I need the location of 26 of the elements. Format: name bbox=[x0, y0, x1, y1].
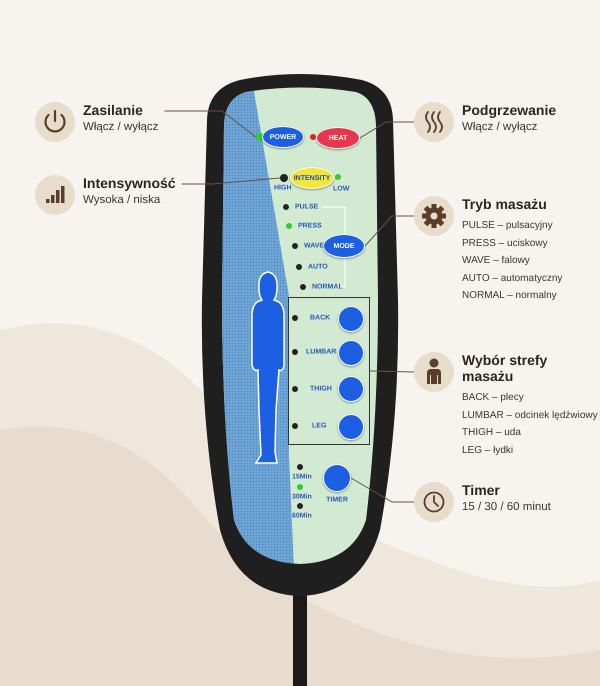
button-group-frame bbox=[288, 297, 370, 445]
leader-line bbox=[181, 178, 280, 184]
callout-text: WAVE – falowy bbox=[462, 254, 531, 268]
leader-line bbox=[360, 122, 414, 138]
callout-title: Wybór strefy masażu bbox=[462, 352, 548, 384]
callout-text: LEG – łydki bbox=[462, 444, 514, 458]
callout-text: 15 / 30 / 60 minut bbox=[462, 500, 551, 515]
leader-line bbox=[370, 370, 414, 372]
leader-line bbox=[164, 110, 256, 138]
callout-title: Podgrzewanie bbox=[462, 102, 556, 118]
callout-text: BACK – plecy bbox=[462, 391, 525, 405]
callout-text: PRESS – uciskowy bbox=[462, 236, 549, 250]
callout-text: Włącz / wyłącz bbox=[83, 120, 158, 135]
callout-text: Wysoka / niska bbox=[83, 193, 162, 208]
callout-title: Zasilanie bbox=[83, 102, 144, 118]
callout-title: Timer bbox=[462, 482, 501, 498]
callout-text: PULSE – pulsacyjny bbox=[462, 219, 554, 233]
callout-text: THIGH – uda bbox=[462, 426, 522, 440]
callout-title: Intensywność bbox=[83, 175, 176, 191]
callout-title: Tryb masażu bbox=[462, 196, 548, 212]
leader-line bbox=[364, 216, 414, 246]
leader-line bbox=[350, 478, 414, 502]
callout-text: Włącz / wyłącz bbox=[462, 120, 538, 135]
callout-text: AUTO – automatyczny bbox=[462, 272, 562, 286]
callout-text: NORMAL – normalny bbox=[462, 289, 558, 303]
callout-text: LUMBAR – odcinek lędźwiowy bbox=[462, 408, 598, 422]
